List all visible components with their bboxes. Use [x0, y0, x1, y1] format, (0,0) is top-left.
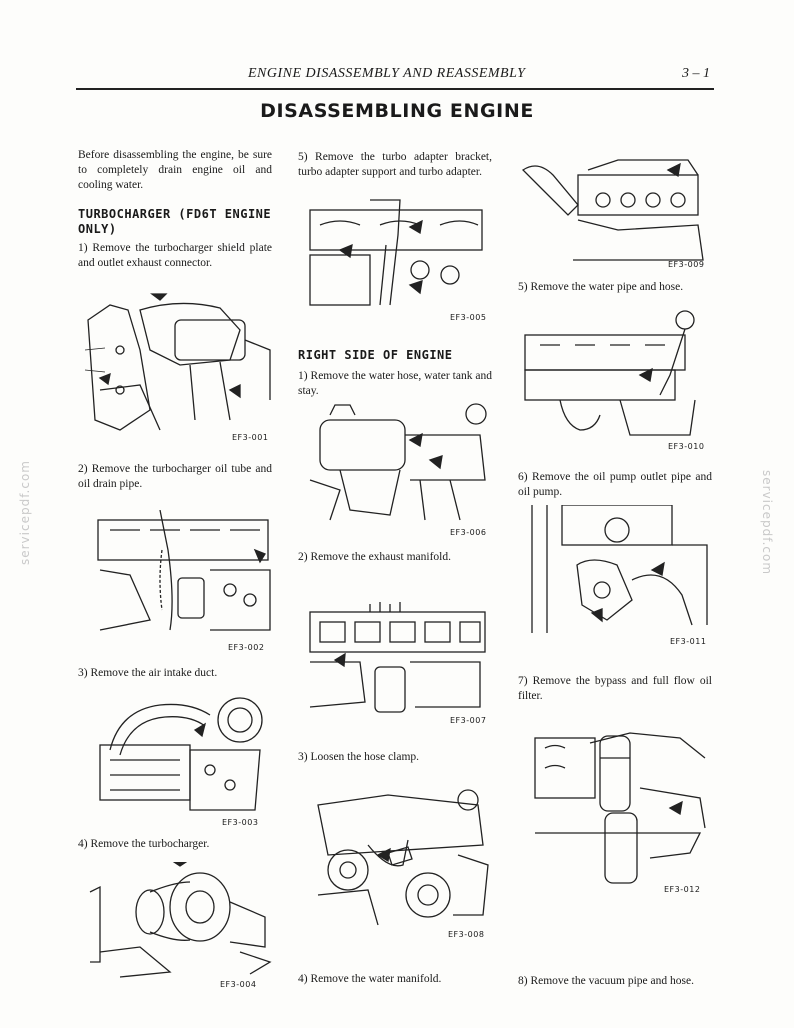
figure-ef3-001 [80, 290, 276, 438]
right-step-1-text: 1) Remove the water hose, water tank and… [298, 370, 492, 397]
step-5-turbo-adapter-text: 5) Remove the turbo adapter bracket, tur… [298, 151, 492, 178]
figure-caption-ef3-007: EF3-007 [450, 716, 487, 725]
right-step-4-text: 4) Remove the water manifold. [298, 973, 442, 985]
figure-ef3-007 [300, 592, 492, 718]
step-3-text: 3) Remove the air intake duct. [78, 667, 218, 679]
right-step-2-text: 2) Remove the exhaust manifold. [298, 551, 451, 563]
header-rule [76, 88, 714, 90]
page-title: DISASSEMBLING ENGINE [260, 100, 534, 122]
figure-caption-ef3-012: EF3-012 [664, 885, 701, 894]
figure-caption-ef3-006: EF3-006 [450, 528, 487, 537]
page-number: 3 – 1 [682, 66, 710, 81]
figure-ef3-005 [300, 195, 492, 313]
right-step-3-text: 3) Loosen the hose clamp. [298, 751, 420, 763]
right-step-6-text: 6) Remove the oil pump outlet pipe and o… [518, 471, 712, 498]
figure-caption-ef3-003: EF3-003 [222, 818, 259, 827]
step-4-text: 4) Remove the turbocharger. [78, 838, 210, 850]
step-1-text: 1) Remove the turbocharger shield plate … [78, 242, 272, 269]
figure-caption-ef3-005: EF3-005 [450, 313, 487, 322]
figure-caption-ef3-009: EF3-009 [668, 260, 705, 269]
right-step-8-text: 8) Remove the vacuum pipe and hose. [518, 975, 694, 987]
figure-caption-ef3-002: EF3-002 [228, 643, 265, 652]
figure-ef3-008 [308, 785, 494, 933]
watermark-right: servicepdf.com [760, 470, 774, 576]
figure-ef3-011 [522, 505, 712, 633]
running-header-title: ENGINE DISASSEMBLY AND REASSEMBLY [248, 66, 526, 81]
figure-caption-ef3-001: EF3-001 [232, 433, 269, 442]
figure-caption-ef3-011: EF3-011 [670, 637, 707, 646]
figure-caption-ef3-008: EF3-008 [448, 930, 485, 939]
section-title-turbocharger: TURBOCHARGER (FD6T ENGINE ONLY) [78, 207, 272, 236]
figure-ef3-003 [80, 690, 276, 820]
figure-caption-ef3-010: EF3-010 [668, 442, 705, 451]
figure-ef3-002 [90, 510, 278, 642]
step-2-text: 2) Remove the turbocharger oil tube and … [78, 463, 272, 490]
figure-ef3-010 [520, 305, 710, 445]
watermark-left: servicepdf.com [18, 460, 32, 566]
intro-text: Before disassembling the engine, be sure… [78, 149, 272, 191]
figure-ef3-004 [80, 862, 276, 980]
figure-caption-ef3-004: EF3-004 [220, 980, 257, 989]
right-step-7-text: 7) Remove the bypass and full flow oil f… [518, 675, 712, 702]
figure-ef3-012 [530, 728, 710, 888]
right-step-5-text: 5) Remove the water pipe and hose. [518, 281, 684, 293]
figure-ef3-006 [300, 400, 492, 528]
figure-ef3-009 [518, 150, 708, 262]
section-title-right-side: RIGHT SIDE OF ENGINE [298, 348, 453, 362]
